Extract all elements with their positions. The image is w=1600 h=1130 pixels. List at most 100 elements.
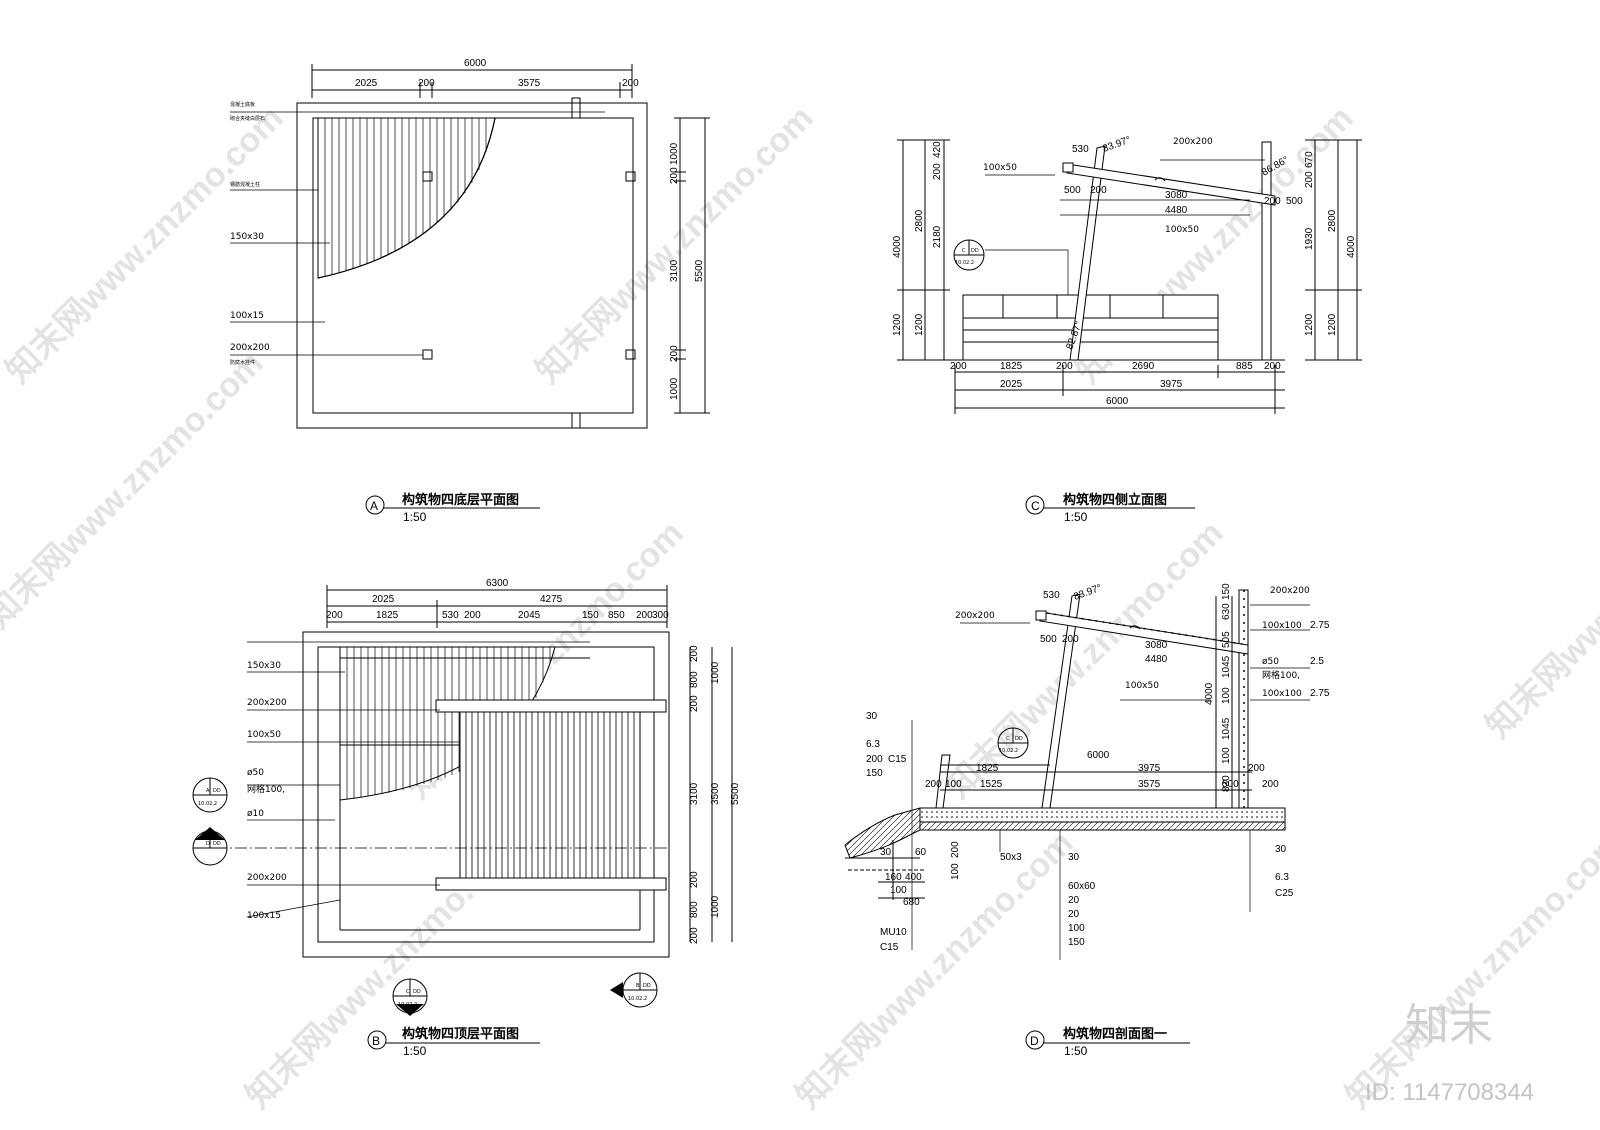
label-a: 钢筋混凝土柱 <box>230 181 260 188</box>
dim-c-right: 1930 <box>1304 227 1315 250</box>
dim-c-top: 3080 <box>1165 190 1188 201</box>
dim-d-lower-right: 30 <box>1275 844 1287 855</box>
dim-d-vert: 1045 <box>1221 655 1232 678</box>
dim-c-top: 500 <box>1064 185 1081 196</box>
dim-a-right: 1000 <box>669 142 680 165</box>
dim-c-bottom: 6000 <box>1106 396 1129 407</box>
drawing-c-marker: C <box>1031 499 1040 513</box>
section-b-top: A <box>206 788 210 794</box>
dim-d-bl: 30 <box>880 847 892 858</box>
dim-d-lower: 30 <box>1068 852 1080 863</box>
dim-d-lower: 150 <box>1068 937 1085 948</box>
dim-d-right-extra: 2.5 <box>1310 656 1324 667</box>
watermark-layer: 知末网www.znzmo.com 知末网www.znzmo.com 知末网www… <box>0 99 1600 1116</box>
section-b-tr: DD <box>413 989 421 995</box>
drawing-b-title: 构筑物四顶层平面图 <box>402 1026 519 1042</box>
label-b: 网格100, <box>247 783 285 795</box>
dim-d-mid: 200 <box>1248 763 1265 774</box>
dim-d-bl-label: MU10 <box>880 927 907 938</box>
dim-d-layer: 200 <box>866 754 883 765</box>
dim-d-top: 3080 <box>1145 640 1168 651</box>
drawing-c-title: 构筑物四侧立面图 <box>1063 492 1167 508</box>
dim-a: 200 <box>622 78 639 89</box>
dim-d-mid: 100 <box>945 779 962 790</box>
image-id-label: ID: 1147708344 <box>1365 1079 1534 1106</box>
dim-c-bottom: 885 <box>1236 361 1253 372</box>
label-a: 混凝土底板 <box>230 101 255 108</box>
label-a: 100x15 <box>230 311 264 321</box>
dim-d-right-extra: 2.75 <box>1310 688 1330 699</box>
dim-d-vert: 100 <box>1221 687 1232 704</box>
dim-d-bl: 680 <box>903 897 920 908</box>
dim-c-left: 1200 <box>892 313 903 336</box>
drawing-b-text: 6300 2025 4275 200 1825 530 200 2045 150… <box>198 578 741 1058</box>
dim-c-left: 2180 <box>932 225 943 248</box>
section-b-tr: DD <box>213 841 221 847</box>
dim-c-bottom: 3975 <box>1160 379 1183 390</box>
label-a: 200x200 <box>230 343 270 353</box>
drawing-c-scale: 1:50 <box>1064 510 1088 524</box>
dim-d-top: 500 <box>1040 634 1057 645</box>
dim-d-mid: 200 <box>1262 779 1279 790</box>
label-b: ø50 <box>247 768 264 778</box>
watermark-text: 知末网www.znzmo.com <box>939 514 1231 806</box>
dim-d-lower: 50x3 <box>1000 852 1022 863</box>
dim-b: 530 <box>442 610 459 621</box>
dim-d-top: 200x200 <box>1270 586 1310 596</box>
dim-d-vert: 150 <box>1221 583 1232 600</box>
drawing-d <box>844 589 1310 960</box>
dim-a-total: 6000 <box>464 58 487 69</box>
dim-c-top: 4480 <box>1165 205 1188 216</box>
drawing-b-scale: 1:50 <box>403 1044 427 1058</box>
dim-c-bottom: 200 <box>1056 361 1073 372</box>
dim-b-right: 3500 <box>710 782 721 805</box>
watermark-text: 知末网www.znzmo.com <box>1339 824 1600 1116</box>
dim-d-top: 4480 <box>1145 654 1168 665</box>
dim-c-right: 670 <box>1304 151 1315 168</box>
dim-d-vert: 630 <box>1221 603 1232 620</box>
dim-b-right: 200 <box>689 871 700 888</box>
dim-b: 200 <box>636 610 653 621</box>
dim-a-right: 200 <box>669 167 680 184</box>
dim-d-lower: 100 <box>1068 923 1085 934</box>
dim-c-left: 1200 <box>914 313 925 336</box>
dim-c-bottom: 1825 <box>1000 361 1023 372</box>
dim-b: 850 <box>608 610 625 621</box>
dim-d-top: 200 <box>1062 634 1079 645</box>
drawing-a-marker: A <box>370 499 378 513</box>
drawing-a-text: 6000 2025 200 3575 200 1000 200 3100 200… <box>230 58 705 524</box>
dim-d-bl-label: C15 <box>880 942 899 953</box>
label-a: 150x30 <box>230 232 264 242</box>
dim-d-vert: 830 <box>1221 775 1232 792</box>
label-b: ø10 <box>247 809 264 819</box>
dim-b: 2045 <box>518 610 541 621</box>
dim-d-mid: 500 <box>1222 779 1239 790</box>
section-b-top: B <box>636 983 640 989</box>
dim-d-top: 530 <box>1043 590 1060 601</box>
dim-d-layer: 6.3 <box>866 739 880 750</box>
dim-d-vert: 100 <box>1221 747 1232 764</box>
dim-a: 2025 <box>355 78 378 89</box>
dim-d-right-label: ø50 <box>1262 657 1279 667</box>
section-d-top: C <box>1006 736 1010 742</box>
section-b-top: C <box>406 989 410 995</box>
dim-d-mid: 3975 <box>1138 763 1161 774</box>
watermark-text: 知末网www.znzmo.com <box>1479 454 1600 746</box>
dim-d-bl: 400 <box>905 872 922 883</box>
dim-c-left: 2800 <box>914 209 925 232</box>
section-b-tr: DD <box>643 983 651 989</box>
dim-a-right: 5500 <box>694 259 705 282</box>
dim-d-mid: 1825 <box>976 763 999 774</box>
dim-b: 300 <box>652 610 669 621</box>
dim-d-vert: 4000 <box>1204 682 1215 705</box>
watermark-text: 知末网www.znzmo.com <box>789 824 1081 1116</box>
dim-c-top: 200 <box>1264 196 1281 207</box>
dim-b: 150 <box>582 610 599 621</box>
label-a: 砌合夹缝白层石 <box>230 115 265 122</box>
dim-c-right: 200 <box>1304 171 1315 188</box>
dim-c-top: 200x200 <box>1173 137 1213 147</box>
dim-d-lower-right: C25 <box>1275 888 1294 899</box>
dim-d-top: 83.97° <box>1072 583 1103 603</box>
dim-c-bottom: 2690 <box>1132 361 1155 372</box>
